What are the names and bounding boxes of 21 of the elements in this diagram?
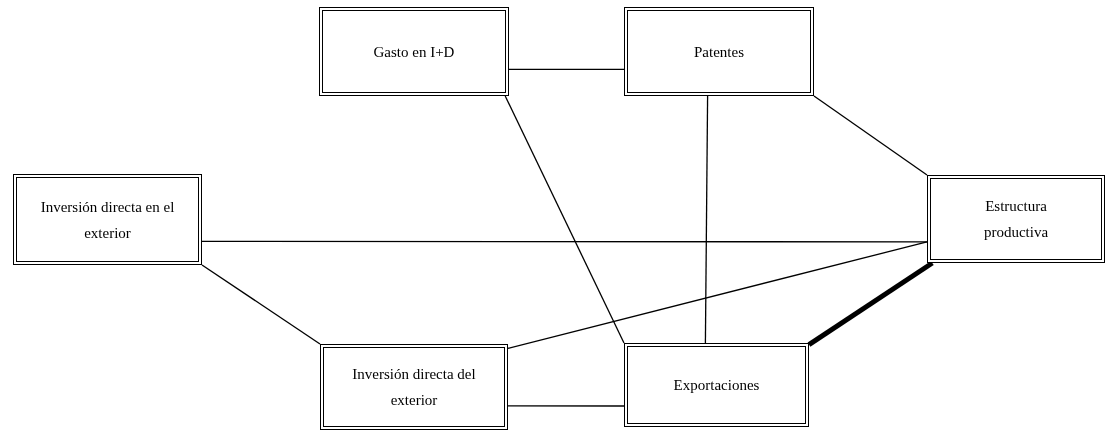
variable-box — [624, 7, 814, 96]
box-label: Inversión directa en el exterior — [40, 197, 175, 243]
box-label: Inversión directa del exterior — [351, 365, 477, 410]
connector-line — [507, 405, 625, 407]
variable-box — [13, 174, 202, 265]
connector-line — [508, 68, 625, 70]
variable-box — [319, 7, 509, 96]
box-label: Gasto en I+D — [373, 42, 455, 62]
variable-box — [927, 175, 1105, 263]
connector-line — [807, 260, 934, 347]
connector-line — [704, 95, 709, 344]
connector-line — [504, 95, 625, 344]
variable-box — [624, 343, 809, 427]
box-label: Exportaciones — [673, 376, 760, 395]
connector-line — [201, 240, 928, 243]
connector-line — [201, 264, 321, 345]
box-label: Estructura productiva — [982, 197, 1050, 242]
connector-line — [507, 241, 928, 349]
connector-line — [813, 95, 928, 176]
variable-box — [320, 344, 508, 430]
box-label: Patentes — [694, 42, 744, 62]
